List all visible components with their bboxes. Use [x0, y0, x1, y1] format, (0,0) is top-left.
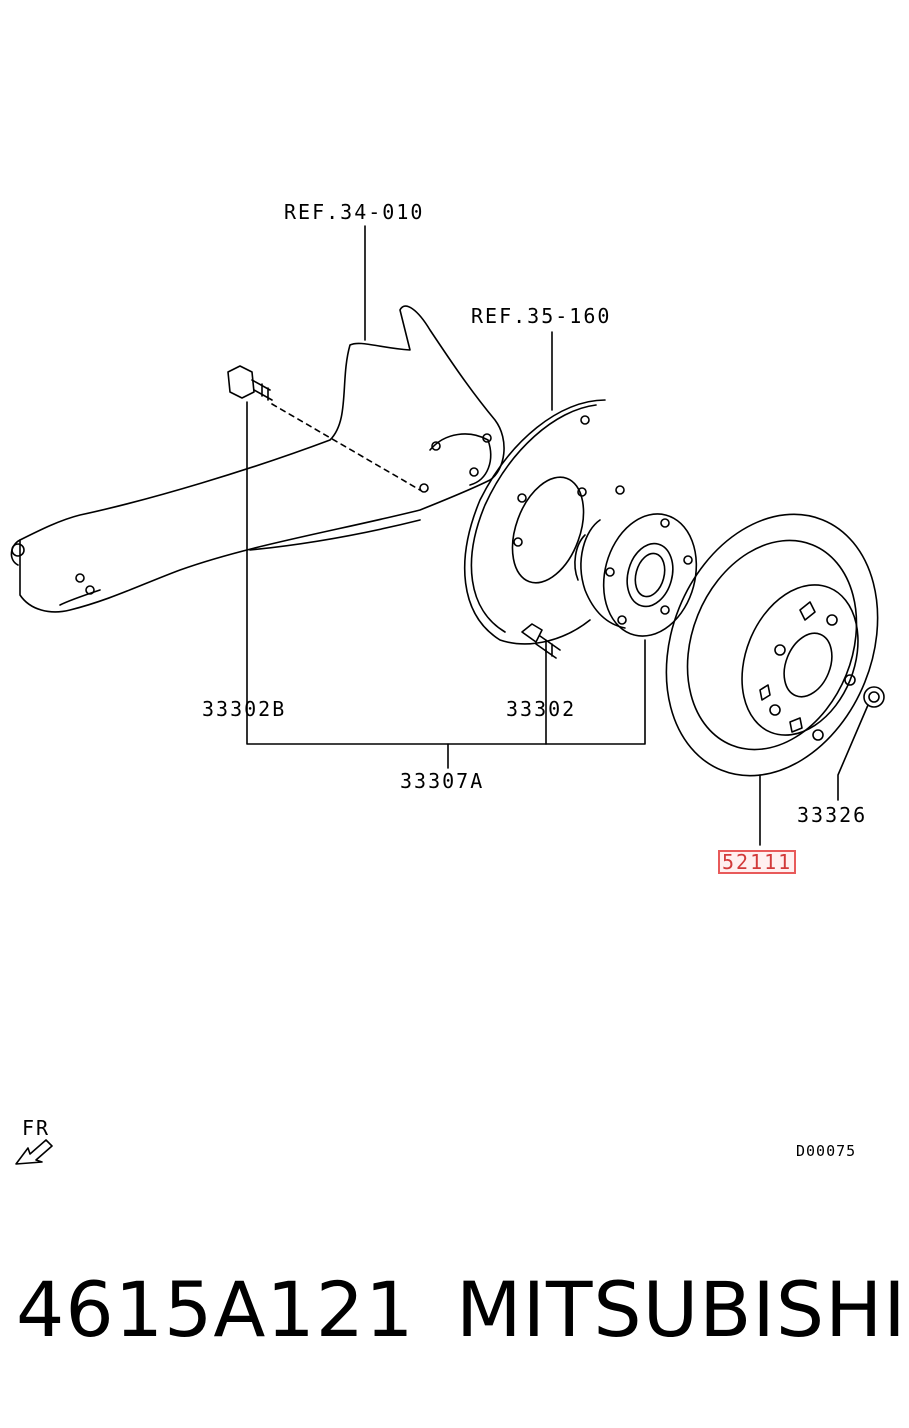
part-33302-label: 33302: [506, 697, 577, 721]
stud-33302: [521, 623, 561, 659]
bolt-33302b: [227, 365, 421, 491]
nut-33326: [863, 686, 885, 708]
leader-lines: [246, 225, 869, 846]
brand-caption: MITSUBISHI: [456, 1265, 907, 1354]
suspension-arm: [10, 305, 505, 613]
ref-35-160-label: REF.35-160: [471, 304, 612, 328]
part-33302b-label: 33302B: [202, 697, 287, 721]
fr-label: FR: [22, 1116, 51, 1140]
backing-plate: [463, 399, 625, 645]
part-33307a-label: 33307A: [400, 769, 485, 793]
part-52111-highlighted-label: 52111: [718, 850, 797, 874]
hub-assembly: [574, 513, 698, 637]
part-number-caption: 4615A121: [16, 1265, 415, 1354]
fr-arrow-icon: [15, 1139, 53, 1165]
brake-disc: [665, 513, 879, 777]
ref-34-010-label: REF.34-010: [284, 200, 425, 224]
drawing-code: D00075: [796, 1142, 857, 1160]
part-33326-label: 33326: [797, 803, 868, 827]
